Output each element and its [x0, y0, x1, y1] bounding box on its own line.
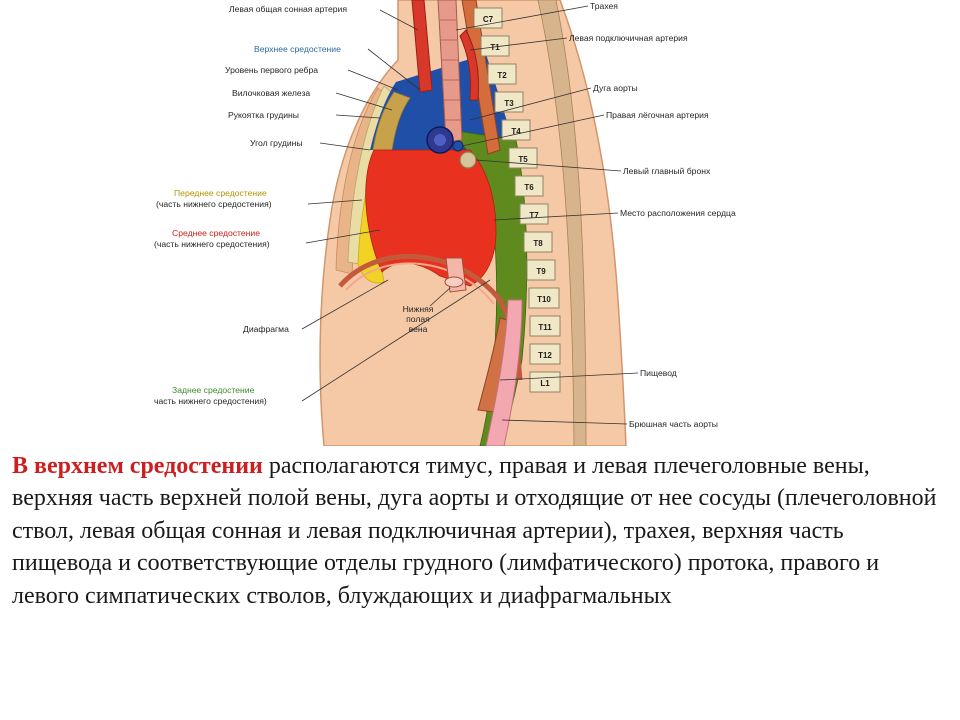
description-text: располагаются тимус, правая и левая плеч…: [12, 453, 937, 609]
left-labels: Левая общая сонная артерия Верхнее средо…: [154, 4, 491, 406]
vertebra-label: T9: [536, 267, 546, 276]
vertebra-label: T6: [524, 183, 534, 192]
vertebra-label: T3: [504, 99, 514, 108]
label-abdominal-aorta: Брюшная часть аорты: [629, 419, 718, 429]
vertebra-label: T12: [538, 351, 552, 360]
mediastinum-diagram: C7 T1 T2 T3 T4 T5 T6 T7 T8 T9 T10 T11 T1…: [154, 0, 736, 446]
vertebra-label: T11: [538, 323, 552, 332]
left-common-carotid: [411, 0, 433, 93]
label-left-common-carotid: Левая общая сонная артерия: [229, 4, 347, 14]
vertebra-label: C7: [483, 15, 494, 24]
right-labels: Трахея Левая подключичная артерия Дуга а…: [455, 1, 736, 429]
label-manubrium: Рукоятка грудины: [228, 110, 299, 120]
description-paragraph: В верхнем средостении располагаются тиму…: [12, 450, 948, 612]
label-posterior-mediastinum-note: часть нижнего средостения): [154, 396, 267, 406]
vertebra-label: T8: [533, 239, 543, 248]
label-ivc-line1: Нижняя: [403, 304, 434, 314]
heart-region: [365, 149, 497, 287]
trachea-tube: [437, 0, 463, 143]
label-sternal-angle: Угол грудины: [250, 138, 303, 148]
esophagus-upper: [461, 0, 501, 155]
vertebra-label: T10: [537, 295, 551, 304]
label-anterior-mediastinum: Переднее средостение: [174, 188, 267, 198]
vertebra-label: T5: [518, 155, 528, 164]
label-left-main-bronchus: Левый главный бронх: [623, 166, 711, 176]
label-thymus: Вилочковая железа: [232, 88, 310, 98]
label-esophagus: Пищевод: [640, 368, 677, 378]
label-ivc-line2: полая: [406, 314, 430, 324]
label-trachea: Трахея: [590, 1, 618, 11]
vertebra-label: L1: [540, 379, 550, 388]
vertebral-column: C7 T1 T2 T3 T4 T5 T6 T7 T8 T9 T10 T11 T1…: [473, 7, 561, 393]
right-pulmonary-artery: [452, 140, 464, 152]
label-anterior-mediastinum-note: (часть нижнего средостения): [156, 199, 272, 209]
label-diaphragm: Диафрагма: [243, 324, 289, 334]
label-left-subclavian: Левая подключичная артерия: [569, 33, 688, 43]
vertebra-label: T7: [529, 211, 539, 220]
label-aortic-arch: Дуга аорты: [593, 83, 638, 93]
description-highlight: В верхнем средостении: [12, 453, 263, 479]
abdominal-aorta: [485, 299, 523, 446]
label-middle-mediastinum: Среднее средостение: [172, 228, 260, 238]
left-subclavian-artery: [459, 29, 479, 101]
label-superior-mediastinum: Верхнее средостение: [254, 44, 341, 54]
label-ivc-line3: вена: [409, 324, 428, 334]
label-middle-mediastinum-note: (часть нижнего средостения): [154, 239, 270, 249]
left-main-bronchus: [459, 151, 477, 169]
vertebra-label: T4: [511, 127, 521, 136]
label-first-rib-level: Уровень первого ребра: [225, 65, 318, 75]
label-right-pulmonary-artery: Правая лёгочная артерия: [606, 110, 709, 120]
label-heart-location: Место расположения сердца: [620, 208, 736, 218]
label-posterior-mediastinum: Заднее средостение: [172, 385, 255, 395]
center-labels: Нижняя полая вена: [403, 287, 451, 334]
vertebra-label: T1: [490, 43, 500, 52]
vertebra-label: T2: [497, 71, 507, 80]
